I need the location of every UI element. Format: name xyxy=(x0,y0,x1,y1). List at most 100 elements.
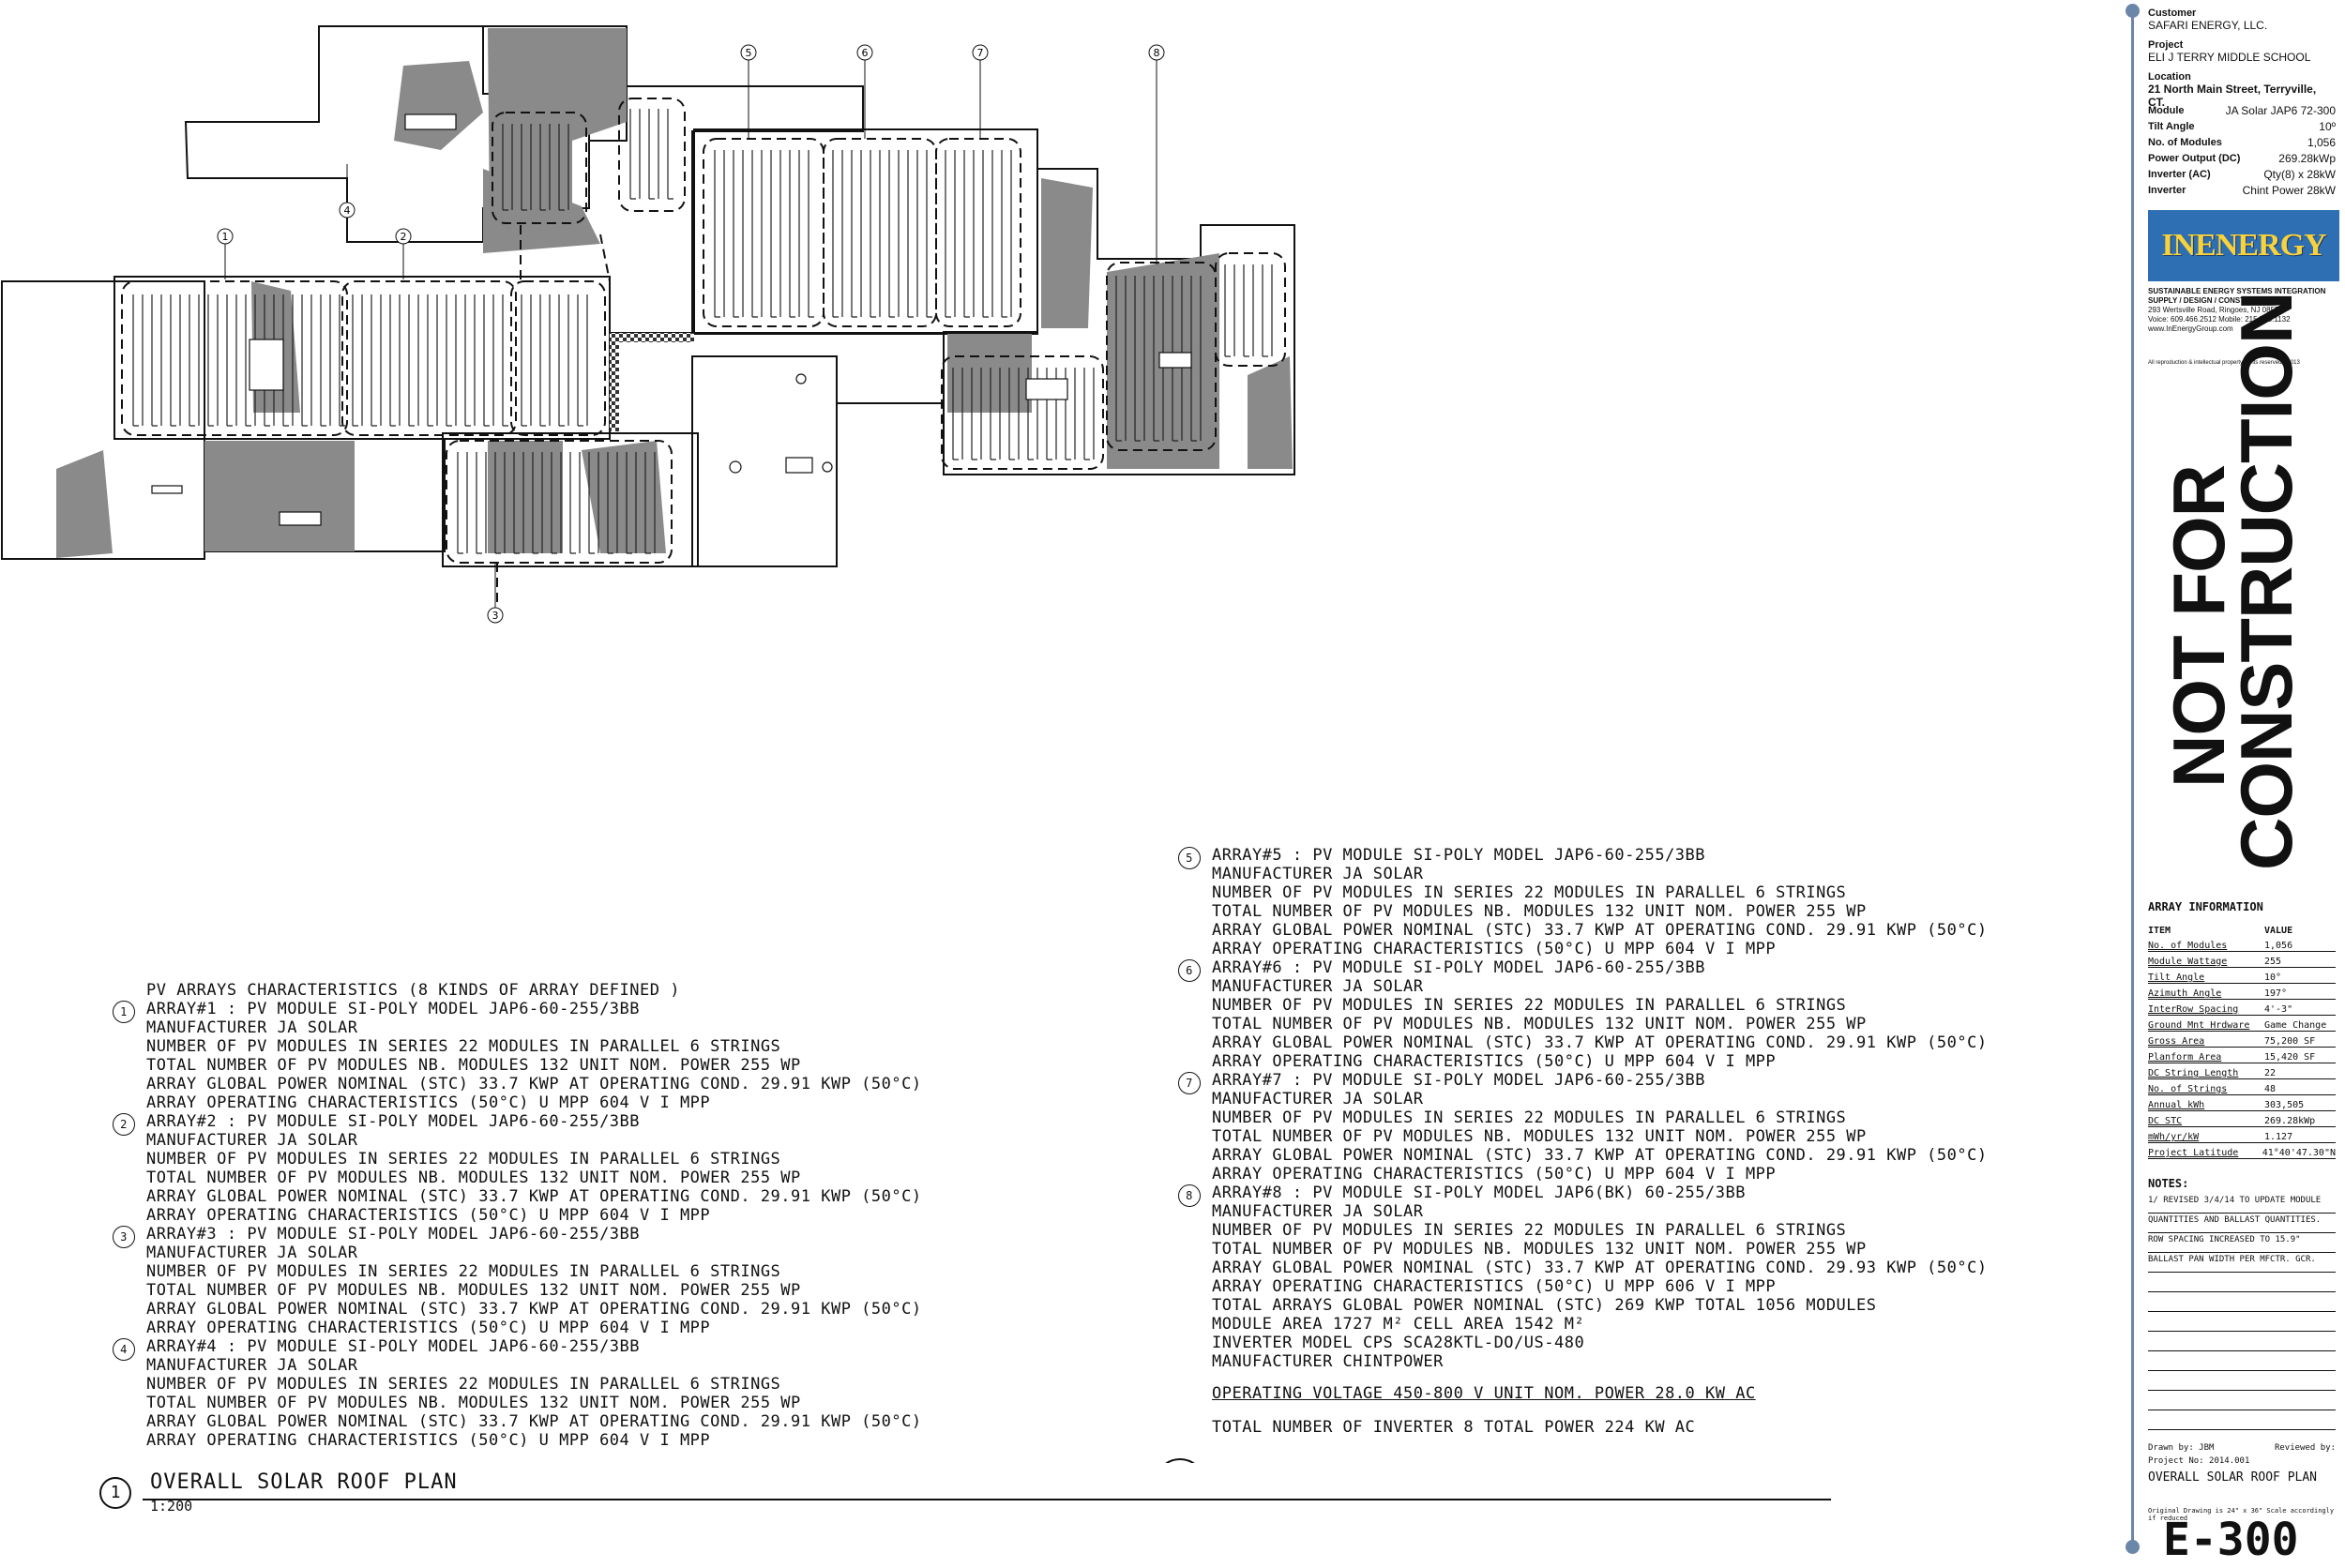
array-number-bubble: 4 xyxy=(113,1338,135,1361)
array-spec-line: ARRAY GLOBAL POWER NOMINAL (STC) 33.7 KW… xyxy=(1212,1146,1988,1165)
notes-title: NOTES: xyxy=(2148,1177,2189,1190)
building-outline-lower xyxy=(442,432,699,567)
notes-section: NOTES: 1/ REVISED 3/4/14 TO UPDATE MODUL… xyxy=(2148,1177,2336,1430)
array-callout-label: 4 xyxy=(344,204,351,217)
skylight-grid xyxy=(785,457,813,474)
array-number-bubble: 1 xyxy=(113,1001,135,1023)
array-info-item: Gross Area xyxy=(2148,1036,2205,1047)
shadow-area xyxy=(582,441,666,553)
array-spec-line: ARRAY GLOBAL POWER NOMINAL (STC) 33.7 KW… xyxy=(146,1187,922,1206)
array-callout-label: 7 xyxy=(977,47,984,59)
array-callout-4 xyxy=(339,202,356,219)
array-spec-line: ARRAY OPERATING CHARACTERISTICS (50°C) U… xyxy=(146,1093,711,1112)
location-value: 21 North Main Street, Terryville, CT. xyxy=(2148,83,2317,109)
building-connector xyxy=(610,332,944,404)
array-info-value: Game Change xyxy=(2264,1020,2327,1031)
array-info-item: Azimuth Angle xyxy=(2148,988,2222,999)
skylight-grid xyxy=(249,339,284,391)
pv-module-row xyxy=(1224,264,1273,357)
pv-module-row xyxy=(132,294,345,427)
roof-drain-icon xyxy=(822,461,833,473)
array-callout-label: 3 xyxy=(492,610,499,622)
array-boundary xyxy=(935,138,1021,327)
drawing-scale: 1:200 xyxy=(150,1498,193,1515)
array-spec-line: TOTAL NUMBER OF PV MODULES NB. MODULES 1… xyxy=(1212,1015,1867,1033)
spec-value: Chint Power 28kW xyxy=(2242,184,2336,197)
array-callout-6 xyxy=(856,44,873,61)
array-info-item: Annual kWh xyxy=(2148,1100,2205,1110)
col-value: VALUE xyxy=(2264,926,2293,936)
spec-key: Tilt Angle xyxy=(2148,121,2195,132)
array-info-value: 255 xyxy=(2264,957,2282,967)
array-callout-2 xyxy=(395,228,412,245)
array-info-header: ITEM VALUE xyxy=(2148,921,2336,936)
note-line xyxy=(2148,1351,2336,1371)
array-spec-line: ARRAY GLOBAL POWER NOMINAL (STC) 33.7 KW… xyxy=(146,1075,922,1093)
array-characteristics-left: PV ARRAYS CHARACTERISTICS (8 KINDS OF AR… xyxy=(113,981,1144,1450)
rights-note: All reproduction & intellectual property… xyxy=(2148,360,2300,366)
array-spec-line: NUMBER OF PV MODULES IN SERIES 22 MODULE… xyxy=(146,1150,781,1168)
array-info-row: Module Wattage 255 xyxy=(2148,952,2336,968)
array-spec-line: ARRAY OPERATING CHARACTERISTICS (50°C) U… xyxy=(146,1206,711,1225)
array-spec-line: ARRAY OPERATING CHARACTERISTICS (50°C) U… xyxy=(146,1431,711,1450)
note-line xyxy=(2148,1371,2336,1391)
skylight-grid xyxy=(279,511,322,526)
array-info-value: 1.127 xyxy=(2264,1132,2293,1142)
location-block: Location 21 North Main Street, Terryvill… xyxy=(2148,71,2336,109)
array-spec-line: MANUFACTURER JA SOLAR xyxy=(146,1356,358,1375)
array-callout-1 xyxy=(217,228,234,245)
title-block-spine xyxy=(2131,9,2134,1547)
array-info-row: DC STC 269.28kWp xyxy=(2148,1111,2336,1127)
array-boundary xyxy=(703,138,825,327)
array-info-value: 48 xyxy=(2264,1084,2277,1094)
company-line: www.InEnergyGroup.com xyxy=(2148,324,2233,333)
array-info-value: 22 xyxy=(2264,1068,2277,1078)
note-line: QUANTITIES AND BALLAST QUANTITIES. xyxy=(2148,1214,2336,1233)
array-info-item: Module Wattage xyxy=(2148,957,2228,967)
array-info-value: 269.28kWp xyxy=(2264,1116,2316,1126)
hvac-unit xyxy=(404,113,457,130)
array-callout-8 xyxy=(1148,44,1165,61)
pv-module-row xyxy=(832,150,932,318)
project-value: ELI J TERRY MIDDLE SCHOOL xyxy=(2148,51,2311,64)
note-line xyxy=(2148,1410,2336,1430)
array-spec-line: ARRAY#4 : PV MODULE SI-POLY MODEL JAP6-6… xyxy=(146,1337,641,1356)
array-spec-line: NUMBER OF PV MODULES IN SERIES 22 MODULE… xyxy=(1212,1108,1847,1127)
sheet-note: Original Drawing is 24" x 36" Scale acco… xyxy=(2148,1507,2335,1522)
shadow-area xyxy=(204,441,355,551)
company-line: Voice: 609.466.2512 Mobile: 215.768.1132 xyxy=(2148,315,2291,324)
array-number-bubble: 5 xyxy=(1178,847,1201,869)
note-line xyxy=(2148,1332,2336,1351)
hatched-strip xyxy=(610,342,619,431)
array-callout-7 xyxy=(972,44,989,61)
array-spec-line: ARRAY OPERATING CHARACTERISTICS (50°C) U… xyxy=(1212,940,1777,958)
array-spec-line: TOTAL NUMBER OF PV MODULES NB. MODULES 1… xyxy=(146,1056,801,1075)
pv-module-row xyxy=(457,452,656,554)
array-spec-line: TOTAL ARRAYS GLOBAL POWER NOMINAL (STC) … xyxy=(1212,1296,1877,1315)
array-info-title: ARRAY INFORMATION xyxy=(2148,900,2263,913)
operating-voltage-note: OPERATING VOLTAGE 450-800 V UNIT NOM. PO… xyxy=(1212,1384,1756,1403)
array-callout-label: 6 xyxy=(862,47,869,59)
location-label: Location xyxy=(2148,71,2191,83)
array-info-item: DC STC xyxy=(2148,1116,2183,1126)
array-info-value: 4'-3" xyxy=(2264,1004,2293,1015)
building-outline-center xyxy=(693,128,1038,335)
shadow-area xyxy=(488,28,627,225)
pv-module-row xyxy=(945,150,1012,318)
roof-plan-drawing: 1 2 3 4 5 6 7 8 N xyxy=(1,25,1295,1463)
array-spec-line: NUMBER OF PV MODULES IN SERIES 22 MODULE… xyxy=(1212,996,1847,1015)
array-boundary xyxy=(121,280,348,436)
array-spec-line: MANUFACTURER JA SOLAR xyxy=(146,1244,358,1262)
